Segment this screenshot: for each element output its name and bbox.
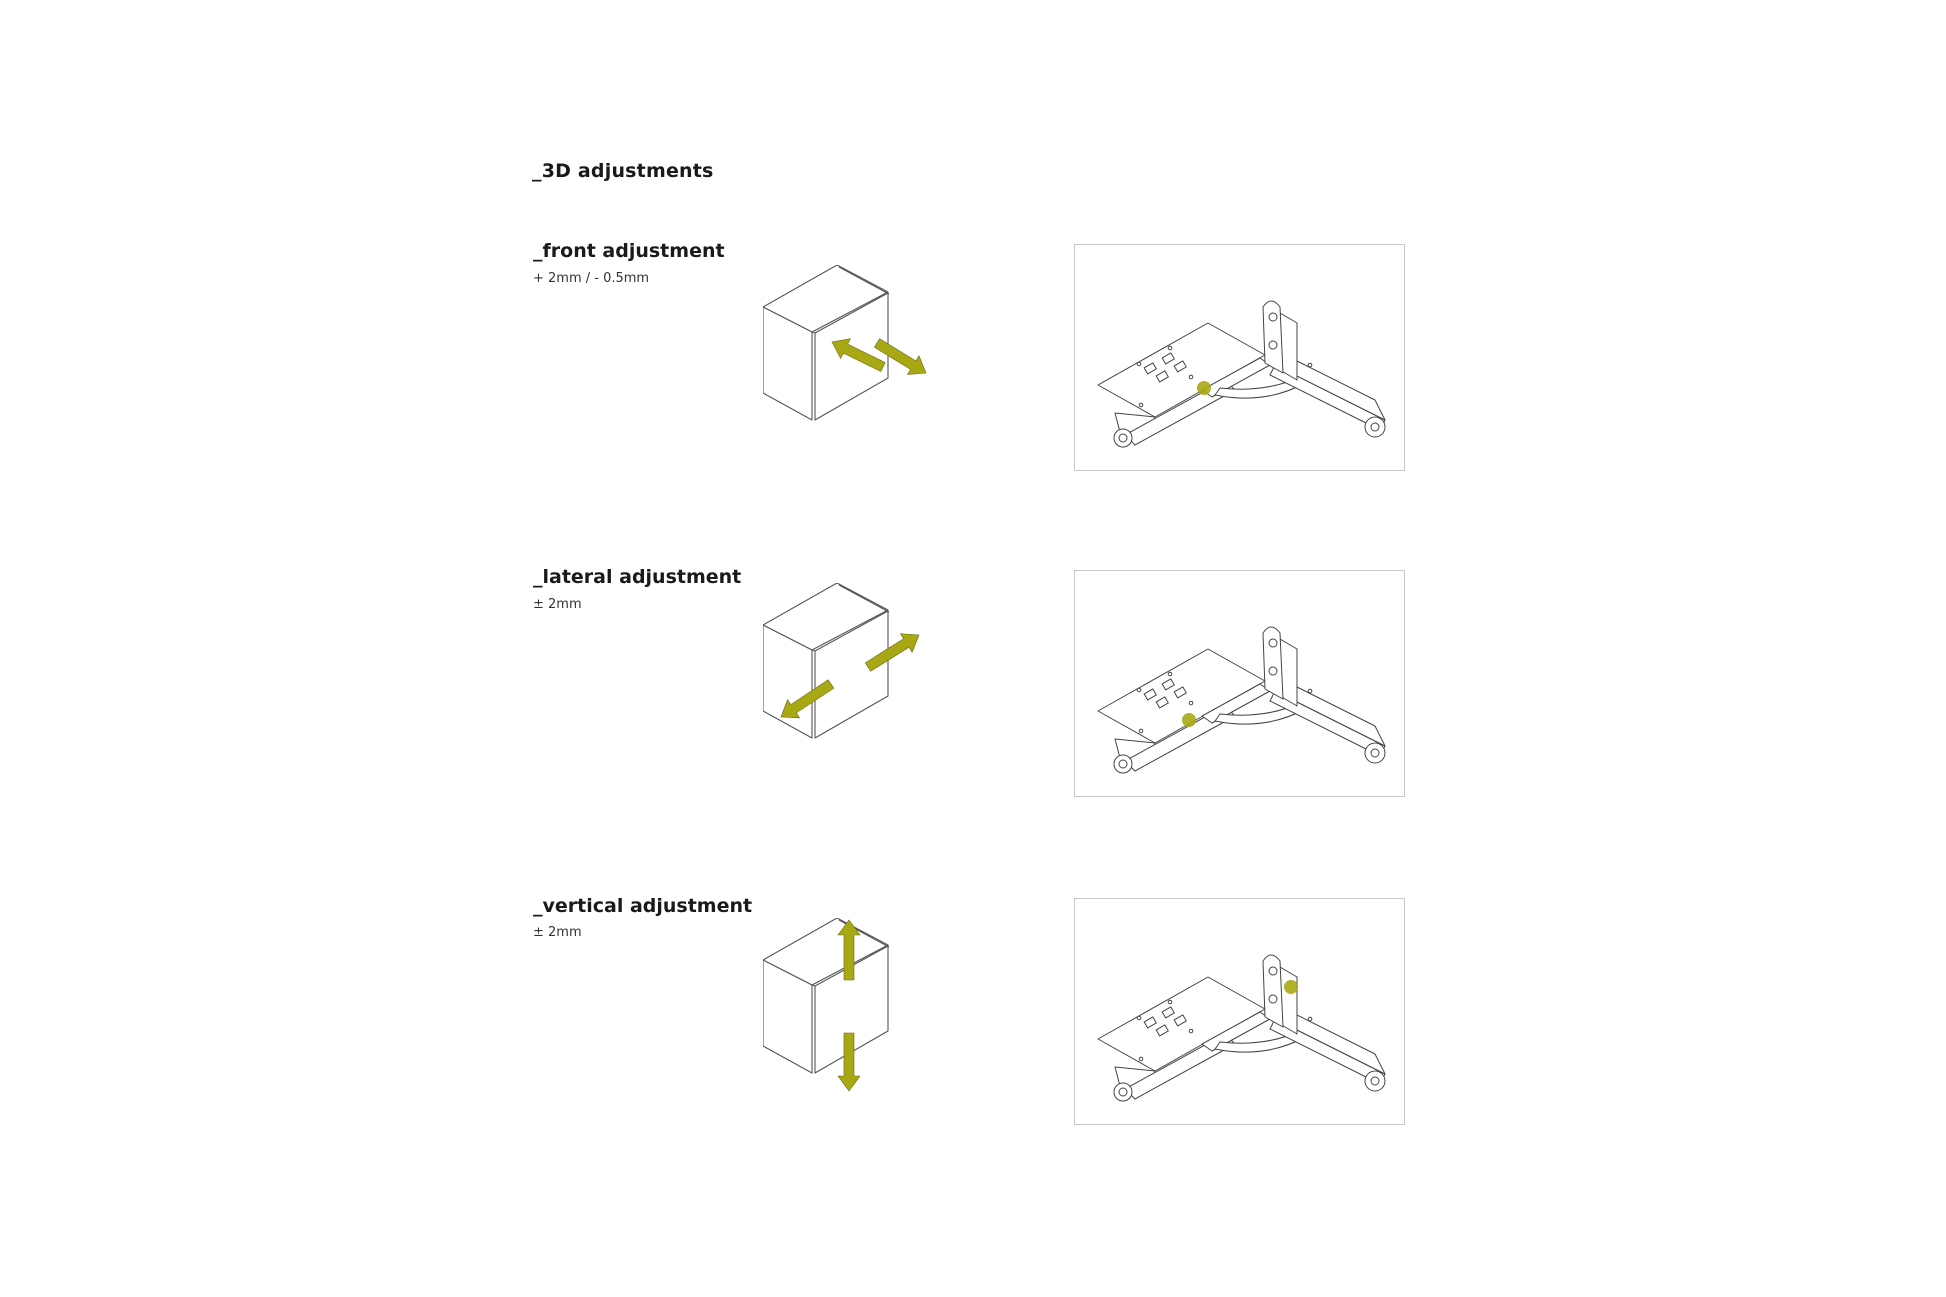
adjustment-point-marker <box>1182 713 1196 727</box>
lateral-adjustment-heading: _lateral adjustment <box>533 566 742 588</box>
cube-lateral-arrows-icon <box>763 583 920 739</box>
hinge-diagram-lateral <box>1074 570 1405 797</box>
cube-front-arrows-icon <box>763 265 927 421</box>
hinge-icon <box>1097 300 1386 448</box>
vertical-adjustment-heading: _vertical adjustment <box>533 895 753 917</box>
arrow-mark <box>864 633 920 672</box>
arrow-mark <box>837 919 861 981</box>
arrow-mark <box>831 338 886 372</box>
hinge-icon <box>1097 954 1386 1102</box>
vertical-adjustment-range: ± 2mm <box>533 925 582 940</box>
adjustment-point-marker <box>1284 980 1298 994</box>
front-adjustment-heading: _front adjustment <box>533 240 725 262</box>
lateral-adjustment-range: ± 2mm <box>533 597 582 612</box>
adjustment-point-marker <box>1197 381 1211 395</box>
hinge-diagram-vertical <box>1074 898 1405 1125</box>
arrow-mark <box>780 679 835 719</box>
arrow-mark <box>837 1032 861 1092</box>
front-adjustment-range: + 2mm / - 0.5mm <box>533 271 650 286</box>
arrow-mark <box>873 338 927 375</box>
page-title: _3D adjustments <box>532 160 714 182</box>
hinge-diagram-front <box>1074 244 1405 471</box>
hinge-icon <box>1097 626 1386 774</box>
cube-vertical-arrows-icon <box>763 918 890 1092</box>
